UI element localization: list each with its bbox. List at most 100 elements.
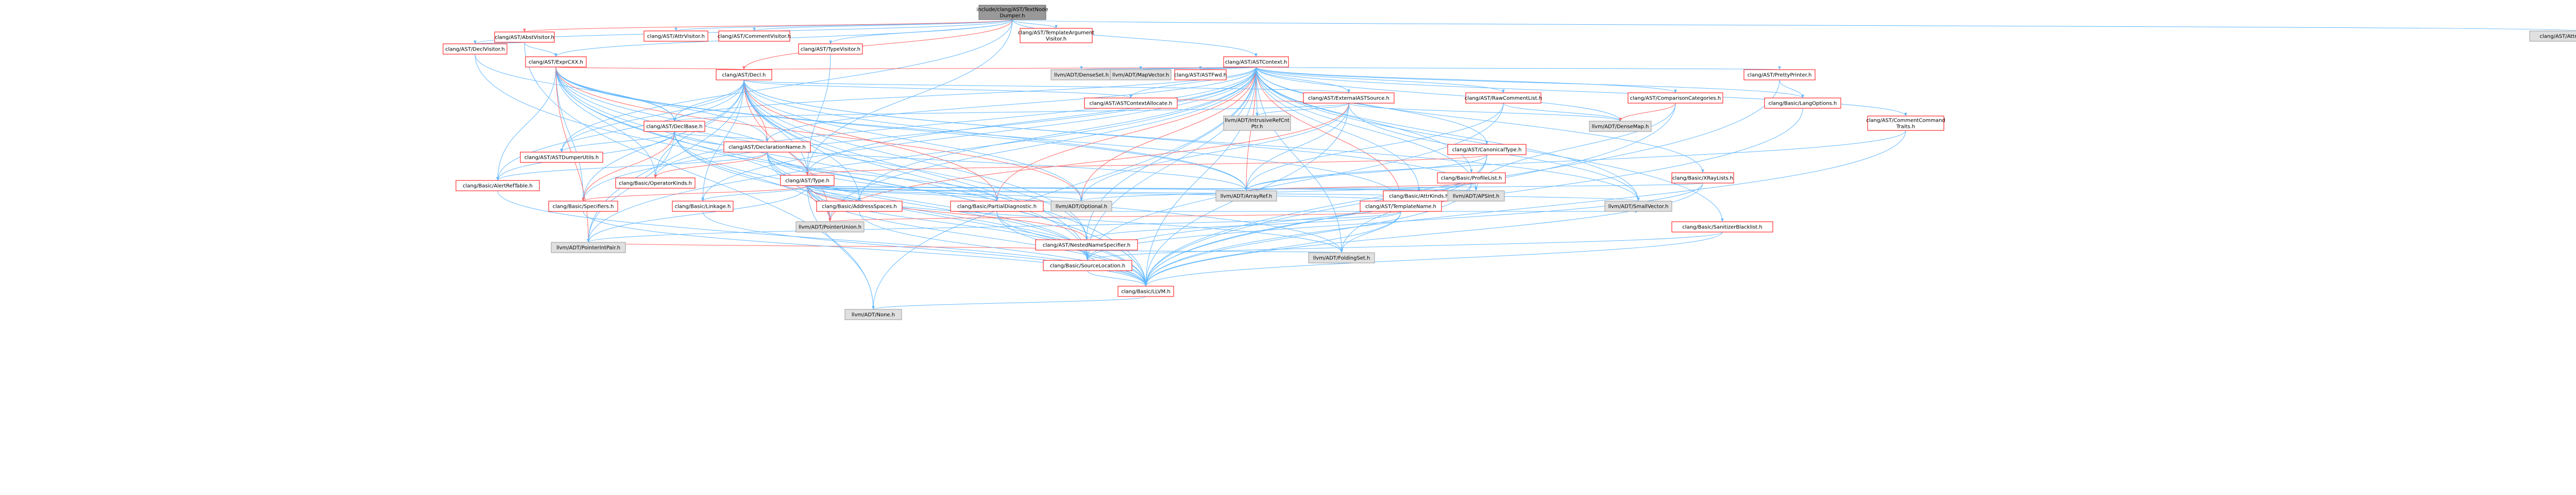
node-label: llvm/ADT/SmallVector.h (1608, 204, 1669, 210)
node-AttrVisitor[interactable]: clang/AST/AttrVisitor.h (643, 30, 708, 42)
node-Specifiers[interactable]: clang/Basic/Specifiers.h (548, 201, 618, 212)
node-TemplateName[interactable]: clang/AST/TemplateName.h (1360, 201, 1442, 212)
edge-TemplateName-to-PointerIntPair (587, 211, 1401, 243)
edge-TemplateName-to-LLVM (1144, 211, 1401, 287)
edge-TemplateName-to-NestedNameSpecifier (1085, 211, 1401, 240)
node-label: llvm/ADT/PointerUnion.h (799, 225, 861, 230)
edge-SanitizerBlacklist-to-SourceLocation (1086, 232, 1723, 261)
node-ExprCXX[interactable]: clang/AST/ExprCXX.h (525, 56, 587, 68)
edge-Decl-to-AddressSpaces (743, 79, 861, 202)
node-CommentVisitor[interactable]: clang/AST/CommentVisitor.h (718, 30, 791, 42)
node-DenseMap[interactable]: llvm/ADT/DenseMap.h (1589, 121, 1652, 132)
node-ASTContextAllocate[interactable]: clang/AST/ASTContextAllocate.h (1084, 97, 1178, 109)
edge-Decl-to-ASTDumperUtils (560, 79, 744, 153)
edge-ASTContext-to-Decl (743, 66, 1257, 70)
node-LLVM[interactable]: clang/Basic/LLVM.h (1117, 286, 1174, 297)
node-AttrTextNodeDump[interactable]: clang/AST/AttrTextNodeDump.inc (2529, 30, 2576, 42)
node-ProfileList[interactable]: clang/Basic/ProfileList.h (1437, 172, 1506, 184)
node-APSInt[interactable]: llvm/ADT/APSInt.h (1447, 190, 1505, 202)
node-Linkage[interactable]: clang/Basic/Linkage.h (672, 201, 734, 212)
node-ASTDumperUtils[interactable]: clang/AST/ASTDumperUtils.h (520, 152, 603, 163)
edge-ExternalASTSource-to-Optional (1080, 103, 1349, 202)
edge-Type-to-FoldingSet (807, 185, 1343, 253)
edge-ASTContext-to-ASTContextAllocate (1129, 67, 1257, 98)
node-ExternalASTSource[interactable]: clang/AST/ExternalASTSource.h (1303, 92, 1395, 104)
node-ASTFwd[interactable]: clang/AST/ASTFwd.h (1174, 69, 1227, 80)
node-label: clang/Basic/SanitizerBlacklist.h (1682, 225, 1762, 230)
node-label: clang/Basic/AddressSpaces.h (822, 204, 896, 210)
node-AddressSpaces[interactable]: clang/Basic/AddressSpaces.h (816, 201, 903, 212)
edge-ASTContext-to-Specifiers (582, 67, 1257, 202)
node-label: clang/AST/AttrTextNodeDump.inc (2540, 34, 2576, 40)
node-LangOptions[interactable]: clang/Basic/LangOptions.h (1764, 97, 1841, 109)
node-AttrKinds[interactable]: clang/Basic/AttrKinds.h (1383, 190, 1455, 202)
edge-ASTContext-to-PrettyPrinter (1256, 66, 1780, 70)
node-Optional[interactable]: llvm/ADT/Optional.h (1050, 201, 1112, 212)
edge-ASTContext-to-SmallVector (1256, 67, 1640, 202)
node-label: clang/AST/AttrVisitor.h (647, 34, 705, 40)
node-DeclVisitor[interactable]: clang/AST/DeclVisitor.h (443, 43, 507, 55)
edge-ExprCXX-to-AlignedCharArray (496, 67, 556, 181)
node-label: llvm/ADT/FoldingSet.h (1313, 256, 1370, 261)
edge-CanonicalType-to-Type (806, 154, 1487, 176)
node-NestedNameSpecifier[interactable]: clang/AST/NestedNameSpecifier.h (1035, 239, 1138, 251)
edge-PrettyPrinter-to-LangOptions (1779, 79, 1804, 98)
node-MapVector[interactable]: llvm/ADT/MapVector.h (1110, 69, 1172, 80)
edge-ASTContext-to-PartialDiagnostic (995, 67, 1257, 202)
edge-Type-to-TemplateName (807, 185, 1402, 202)
node-XRayLists[interactable]: clang/Basic/XRayLists.h (1671, 172, 1734, 184)
node-SanitizerBlacklist[interactable]: clang/Basic/SanitizerBlacklist.h (1671, 221, 1773, 233)
node-label: clang/AST/DeclBase.h (646, 124, 702, 130)
edge-TemplateName-to-FoldingSet (1340, 211, 1401, 253)
edge-ASTContext-to-XRayLists (1256, 67, 1704, 173)
node-ComparisonCategories[interactable]: clang/AST/ComparisonCategories.h (1628, 92, 1723, 104)
edge-DeclBase-to-ArrayRef (674, 131, 1248, 191)
node-DeclarationName[interactable]: clang/AST/DeclarationName.h (723, 141, 811, 153)
edge-root-to-TemplateArgVisitor (1012, 19, 1058, 29)
node-SourceLocation[interactable]: clang/Basic/SourceLocation.h (1043, 260, 1132, 271)
node-label: clang/Basic/AlertRefTable.h (463, 184, 533, 189)
node-label: clang/AST/NestedNameSpecifier.h (1043, 243, 1130, 249)
node-Decl[interactable]: clang/AST/Decl.h (716, 69, 772, 80)
node-CanonicalType[interactable]: clang/AST/CanonicalType.h (1447, 144, 1527, 155)
node-SmallVector[interactable]: llvm/ADT/SmallVector.h (1604, 201, 1672, 212)
edge-XRayLists-to-ArrayRef (1245, 183, 1703, 191)
edge-Type-to-PointerIntPair (587, 185, 808, 243)
edge-RawCommentList-to-DenseMap (1503, 103, 1622, 122)
node-OperatorKinds[interactable]: clang/Basic/OperatorKinds.h (615, 177, 696, 189)
node-DenseSet[interactable]: llvm/ADT/DenseSet.h (1050, 69, 1112, 80)
node-TypeVisitor[interactable]: clang/AST/TypeVisitor.h (798, 43, 863, 55)
edge-ExternalASTSource-to-DeclBase (673, 103, 1349, 122)
node-ASTContext[interactable]: clang/AST/ASTContext.h (1223, 56, 1289, 68)
node-PointerIntPair[interactable]: llvm/ADT/PointerIntPair.h (551, 242, 626, 253)
edge-ComparisonCategories-to-DenseMap (1619, 103, 1676, 122)
node-None[interactable]: llvm/ADT/None.h (844, 309, 902, 320)
edge-DeclarationName-to-PartialDiagnostic (767, 152, 998, 202)
node-label: clang/Basic/LLVM.h (1121, 289, 1170, 295)
edge-ASTContext-to-PointerUnion (828, 67, 1257, 222)
edge-RawCommentList-to-ArrayRef (1245, 103, 1504, 191)
node-PrettyPrinter[interactable]: clang/AST/PrettyPrinter.h (1743, 69, 1816, 80)
edge-ASTContext-to-CanonicalType (1256, 67, 1488, 145)
edge-root-to-AttrTextNodeDump (1012, 19, 2576, 31)
node-Type[interactable]: clang/AST/Type.h (780, 175, 835, 186)
node-AlignedCharArray[interactable]: clang/Basic/AlertRefTable.h (455, 180, 540, 191)
node-ArrayRef[interactable]: llvm/ADT/ArrayRef.h (1215, 190, 1277, 202)
node-PartialDiagnostic[interactable]: clang/Basic/PartialDiagnostic.h (950, 201, 1044, 212)
edge-root-to-AbstractVisitor (523, 19, 1013, 32)
node-FoldingSet[interactable]: llvm/ADT/FoldingSet.h (1308, 252, 1375, 263)
edge-ProfileList-to-ArrayRef (1245, 183, 1472, 191)
node-RawCommentList[interactable]: clang/AST/RawCommentList.h (1465, 92, 1542, 104)
node-label: clang/AST/CanonicalType.h (1452, 147, 1522, 153)
node-AbstractVisitor[interactable]: clang/AST/AbstVisitor.h (494, 31, 555, 43)
edge-Specifiers-to-LLVM (583, 211, 1147, 287)
node-PointerUnion[interactable]: llvm/ADT/PointerUnion.h (795, 221, 865, 233)
node-DeclBase[interactable]: clang/AST/DeclBase.h (643, 121, 705, 132)
